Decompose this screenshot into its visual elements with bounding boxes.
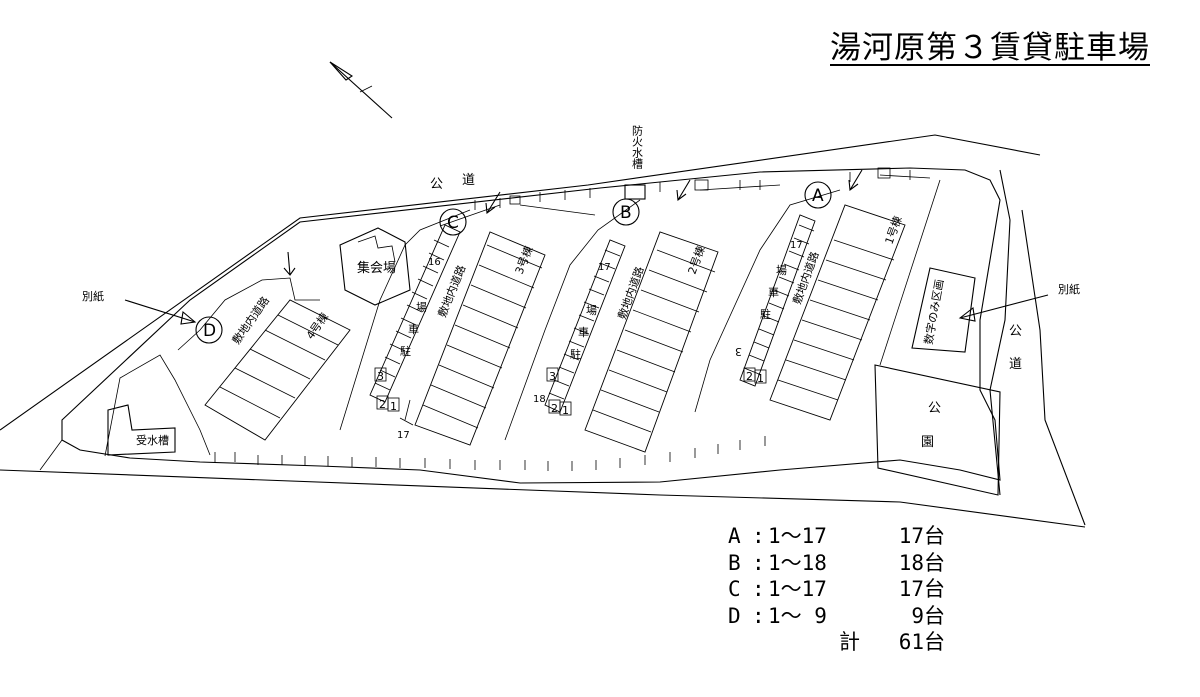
- zone-b-start-no: 2: [551, 402, 558, 415]
- legend-range: 1〜 9: [768, 603, 827, 628]
- annex-arrow-left: 別紙: [82, 289, 197, 325]
- zone-c-parking: 2 1 3 16 17 駐 車 場 敷地内道路: [369, 224, 469, 441]
- zone-c-parking-label: 駐: [400, 344, 411, 358]
- zone-b-parking-label: 駐: [570, 347, 581, 361]
- legend-row-c: C : 1〜17 17台: [728, 576, 958, 603]
- zone-b-max-no: 17: [598, 262, 611, 273]
- legend-key: C: [728, 577, 741, 601]
- numbered-section: 数字のみ区画: [911, 267, 976, 353]
- legend-row-d: D : 1〜 9 9台: [728, 603, 958, 630]
- zone-c-parking-label: 車: [408, 322, 419, 336]
- receiving-tank: 受水槽: [107, 404, 176, 456]
- public-road-label: 公: [1009, 324, 1022, 339]
- internal-road-label: 敷地内道路: [229, 294, 272, 347]
- legend-row-a: A : 1〜17 17台: [728, 523, 958, 550]
- legend-count: 9台: [911, 603, 945, 628]
- legend-key: A: [728, 524, 741, 548]
- internal-road-lines: [104, 174, 941, 457]
- zone-marker-b: B: [612, 198, 640, 226]
- legend-total-label: 計: [839, 630, 860, 654]
- annex-label-left: 別紙: [82, 289, 104, 303]
- zone-c-start-no: 1: [390, 400, 397, 413]
- legend-range: 1〜18: [768, 550, 827, 575]
- north-arrow-icon: [329, 61, 393, 119]
- road-tick-marks: [214, 170, 911, 471]
- park: 公 園: [874, 364, 1001, 496]
- zone-a-third-no: 3: [735, 345, 742, 358]
- building-4-label: 4号棟: [303, 310, 331, 342]
- zone-c-parking-label: 場: [416, 301, 427, 314]
- fire-water-tank-label: 防火水槽: [631, 124, 644, 170]
- small-structure: [509, 195, 521, 205]
- zone-b-parking-label: 車: [578, 325, 589, 339]
- building-4: 4号棟 敷地内道路: [204, 294, 351, 441]
- assembly-hall-label: 集会場: [357, 260, 396, 276]
- zone-c-top-no: 16: [428, 257, 441, 268]
- public-road-label: 道: [1009, 357, 1022, 372]
- park-label: 園: [921, 435, 934, 450]
- flow-arrows: [283, 169, 863, 276]
- small-structure: [694, 179, 709, 191]
- small-structure: [877, 167, 891, 179]
- zone-d-letter: D: [203, 321, 216, 341]
- legend-count: 17台: [898, 524, 945, 548]
- zone-marker-d: D: [195, 316, 223, 344]
- legend-colon: :: [752, 577, 765, 601]
- page-title: 湯河原第３賃貸駐車場: [830, 30, 1150, 66]
- internal-road-label: 敷地内道路: [435, 263, 469, 319]
- zone-c-bottom-no: 17: [397, 430, 410, 441]
- park-label: 公: [928, 401, 941, 416]
- annex-arrow-right: 別紙: [958, 282, 1080, 322]
- building-3-label: 3号棟: [512, 244, 536, 276]
- zone-a-max-no: 17: [790, 240, 803, 251]
- legend-colon: :: [752, 524, 765, 548]
- zone-b-third-no: 3: [549, 370, 556, 383]
- public-road-outline: [0, 134, 1086, 528]
- receiving-tank-label: 受水槽: [136, 434, 169, 447]
- zone-c-third-no: 3: [377, 370, 384, 383]
- zone-a-start-no: 2: [746, 370, 753, 383]
- internal-road-label: 敷地内道路: [615, 265, 647, 321]
- legend-count: 18台: [898, 550, 945, 575]
- legend-colon: :: [752, 603, 765, 628]
- zone-b-start-no: 1: [562, 404, 569, 417]
- annex-label-right: 別紙: [1058, 282, 1080, 296]
- legend-range: 1〜17: [768, 577, 827, 601]
- zone-a-parking-label: 場: [776, 264, 787, 277]
- fire-water-tank: 防火水槽: [624, 124, 646, 200]
- legend-total-row: 計 61台: [728, 629, 958, 656]
- zone-c-start-no: 2: [379, 398, 386, 411]
- zone-marker-c: C: [439, 208, 467, 236]
- legend-count: 17台: [898, 577, 945, 601]
- zone-a-letter: A: [812, 186, 824, 206]
- zone-b-end-no: 18: [533, 394, 546, 405]
- assembly-hall: 集会場: [339, 227, 411, 306]
- zone-b-parking-label: 場: [586, 304, 597, 317]
- legend-colon: :: [752, 550, 765, 575]
- zone-c-letter: C: [447, 213, 459, 233]
- legend-key: D: [728, 603, 741, 628]
- public-road-label: 道: [462, 173, 475, 188]
- zone-b-parking: 2 1 3 17 18 駐 車 場 敷地内道路: [533, 239, 647, 417]
- zone-a-parking-label: 車: [768, 285, 779, 299]
- building-2-label: 2号棟: [685, 244, 708, 276]
- zone-marker-a: A: [804, 181, 832, 209]
- public-road-label: 公: [430, 177, 443, 192]
- legend-range: 1〜17: [768, 524, 827, 548]
- parking-count-legend: A : 1〜17 17台 B : 1〜18 18台 C : 1〜17 17台 D…: [728, 523, 958, 656]
- legend-row-b: B : 1〜18 18台: [728, 550, 958, 577]
- legend-total-count: 61台: [898, 630, 945, 654]
- zone-a-parking-label: 駐: [760, 307, 771, 321]
- zone-b-letter: B: [620, 203, 632, 223]
- zone-a-start-no: 1: [757, 372, 764, 385]
- site-boundary: [39, 167, 1001, 484]
- legend-key: B: [728, 550, 741, 575]
- building-1: 1号棟: [769, 204, 906, 421]
